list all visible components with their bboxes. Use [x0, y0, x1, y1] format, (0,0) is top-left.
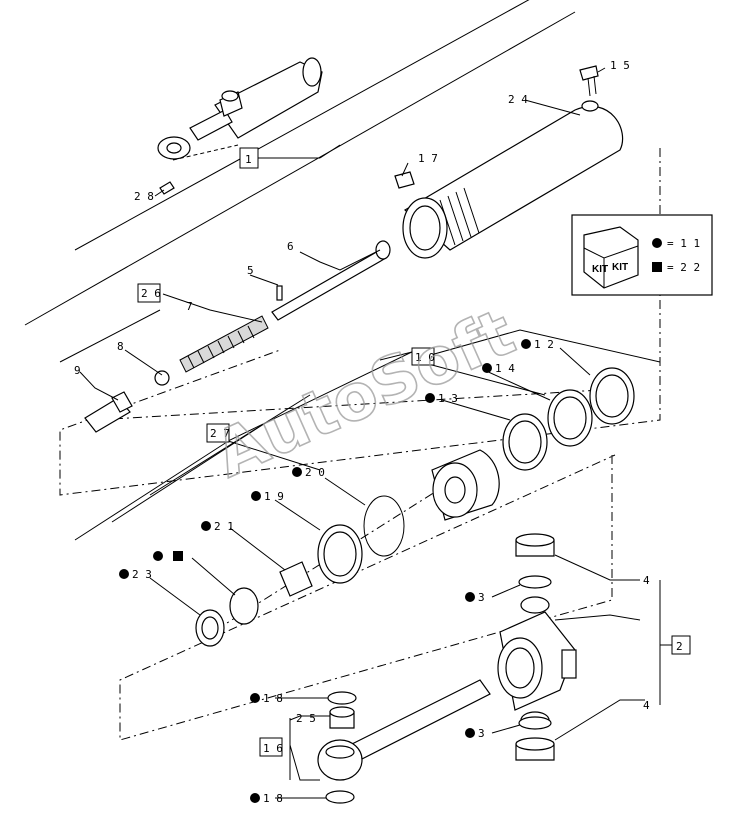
grease-fitting-17	[394, 171, 415, 189]
callout-6: 6	[287, 240, 294, 253]
seal-14-inner	[553, 396, 587, 440]
callout-14: 1 4	[495, 362, 515, 375]
callout-4-top: 4	[643, 574, 650, 587]
callout-markers	[119, 339, 531, 803]
kit-legend: KIT KIT = 1 1 = 2 2	[571, 214, 713, 296]
hose-fitting	[84, 391, 133, 433]
piston-rod	[271, 240, 391, 321]
seal-23-inner	[201, 616, 219, 640]
bushing-4-top	[515, 533, 555, 557]
callout-15: 1 5	[610, 59, 630, 72]
bushing-4-bottom	[515, 737, 555, 761]
envelope-upper	[59, 148, 661, 496]
ring-3-bottom	[518, 716, 552, 730]
callout-3-bottom: 3	[478, 727, 485, 740]
piston	[431, 449, 500, 521]
callout-20: 2 0	[305, 466, 325, 479]
callout-box-1	[239, 147, 259, 169]
circle-marker-icon	[652, 238, 662, 248]
bolt-15	[579, 65, 599, 97]
section-divider-inset	[74, 0, 530, 251]
callout-4-bottom: 4	[643, 699, 650, 712]
callout-2: 2	[676, 640, 683, 653]
leader-lines	[59, 67, 672, 799]
bushing-21	[279, 561, 313, 597]
callout-16: 1 6	[263, 742, 283, 755]
callout-box-16	[259, 737, 283, 757]
seal-13-inner	[508, 420, 542, 464]
seal-12-inner	[595, 374, 629, 418]
callout-1: 1	[245, 153, 252, 166]
callout-28: 2 8	[134, 190, 154, 203]
callout-23: 2 3	[132, 568, 152, 581]
callout-13: 1 3	[438, 392, 458, 405]
callout-17: 1 7	[418, 152, 438, 165]
cylinder-assembly-inset	[157, 57, 323, 195]
callout-3-top: 3	[478, 591, 485, 604]
kit-icon-text-1: KIT	[592, 264, 608, 275]
callout-27: 2 7	[210, 427, 230, 440]
ring-18-top	[327, 691, 357, 705]
callout-18-top: 1 8	[263, 692, 283, 705]
legend-circle-entry: = 1 1	[667, 237, 700, 250]
ring-18-bottom	[325, 790, 355, 804]
ring-3-top	[518, 575, 552, 589]
callout-box-10	[411, 347, 435, 366]
callout-10: 1 0	[415, 351, 435, 364]
callout-24: 2 4	[508, 93, 528, 106]
callout-12: 1 2	[534, 338, 554, 351]
rod-with-eye	[317, 679, 491, 781]
callout-5: 5	[247, 264, 254, 277]
legend-square-entry: = 2 2	[667, 261, 700, 274]
callout-25: 2 5	[296, 712, 316, 725]
callout-26: 2 6	[141, 287, 161, 300]
kit-icon-text-2: KIT	[612, 262, 628, 273]
callout-box-2	[671, 635, 691, 655]
callout-8: 8	[117, 340, 124, 353]
wiper-22	[229, 587, 259, 625]
spring	[179, 315, 269, 373]
o-ring-20	[363, 495, 405, 557]
nut	[154, 370, 170, 386]
section-divider-top	[24, 11, 576, 326]
axis-rod	[94, 389, 601, 421]
bushing-25	[329, 706, 355, 729]
square-marker-icon	[652, 262, 662, 272]
callout-19: 1 9	[264, 490, 284, 503]
envelope-lower	[119, 454, 616, 741]
callout-box-27	[206, 423, 230, 443]
ring-19-inner	[323, 531, 357, 577]
callout-box-26	[137, 283, 161, 303]
cylinder-head-trunnion	[497, 596, 577, 729]
barrel-tube	[402, 100, 624, 259]
callout-18-bottom: 1 8	[263, 792, 283, 805]
callout-21: 2 1	[214, 520, 234, 533]
callout-7: 7	[186, 300, 193, 313]
callout-9: 9	[74, 364, 81, 377]
